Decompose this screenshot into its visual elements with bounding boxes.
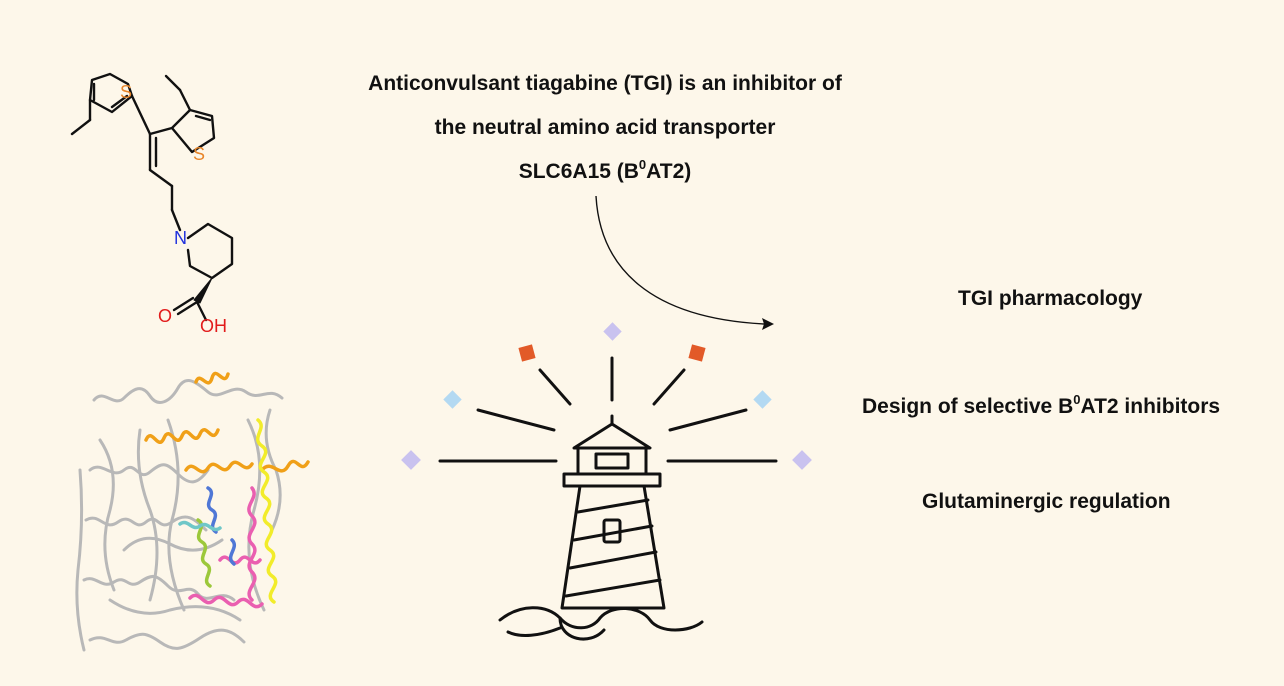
atom-oh: OH bbox=[200, 316, 227, 336]
sparkle-square-right bbox=[688, 344, 706, 362]
curved-arrow bbox=[595, 195, 774, 330]
protein-ribbon bbox=[75, 371, 310, 652]
atom-s-right: S bbox=[193, 144, 205, 164]
atom-o: O bbox=[158, 306, 172, 326]
sparkles bbox=[401, 322, 812, 470]
sparkle-diamond-blue-left bbox=[443, 390, 462, 409]
sparkle-diamond-top bbox=[603, 322, 622, 341]
lighthouse-icon bbox=[438, 356, 778, 641]
outcome-design-inhibitors: Design of selective B0AT2 inhibitors bbox=[862, 392, 1221, 418]
headline-line-3: SLC6A15 (B0AT2) bbox=[518, 157, 692, 183]
atom-n: N bbox=[174, 228, 187, 248]
sparkle-diamond-purple-right bbox=[792, 450, 812, 470]
headline-line-2: the neutral amino acid transporter bbox=[434, 116, 776, 139]
headline: Anticonvulsant tiagabine (TGI) is an inh… bbox=[300, 62, 910, 194]
sparkle-square-left bbox=[518, 344, 536, 362]
outcome-glutaminergic-regulation: Glutaminergic regulation bbox=[922, 490, 1171, 513]
sparkle-diamond-purple-left bbox=[401, 450, 421, 470]
atom-s-left: S bbox=[120, 82, 132, 102]
atom-labels: S S N O OH bbox=[120, 82, 227, 336]
sparkle-diamond-blue-right bbox=[753, 390, 772, 409]
outcome-tgi-pharmacology: TGI pharmacology bbox=[958, 287, 1143, 310]
headline-line-1: Anticonvulsant tiagabine (TGI) is an inh… bbox=[368, 72, 842, 95]
tiagabine-structure bbox=[70, 72, 234, 322]
